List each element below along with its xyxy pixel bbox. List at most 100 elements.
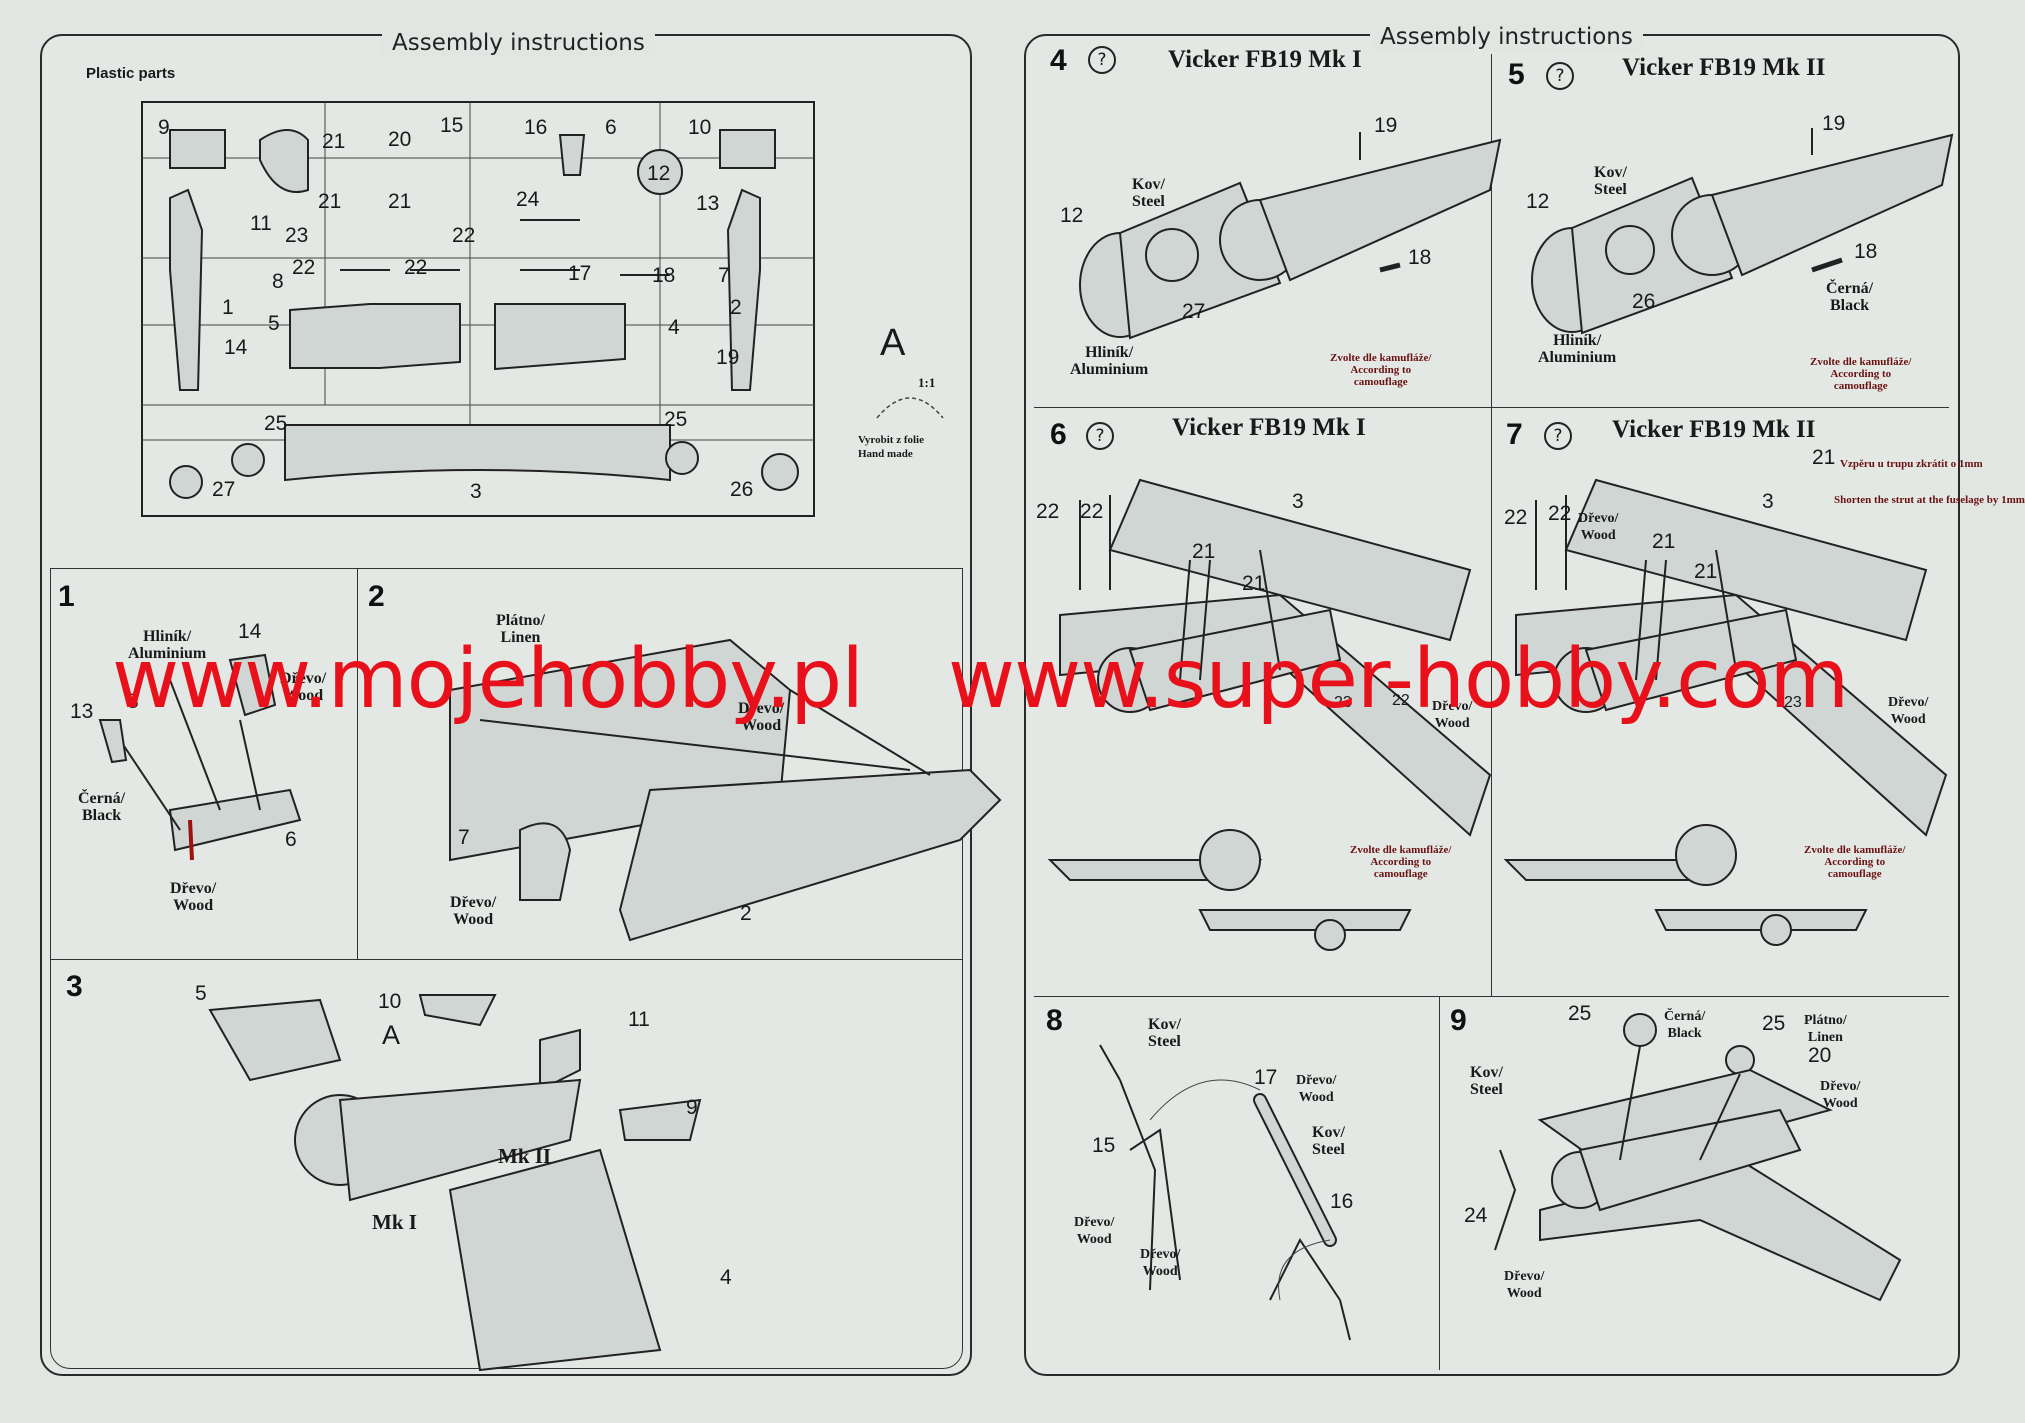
step-4-number: 4 <box>1050 44 1067 77</box>
s8-drevo-15-label: Dřevo/ Wood <box>1074 1215 1115 1247</box>
sprue-part-25b: 25 <box>664 408 688 431</box>
s1-cerna-label: Černá/ Black <box>78 790 126 824</box>
s1-part-14: 14 <box>238 620 262 643</box>
step-8-drawing <box>1099 1044 1351 1341</box>
s6-drevo-label: Dřevo/ Wood <box>1432 699 1473 731</box>
watermark-superhobby: www.super-hobby.com <box>948 632 1849 727</box>
sprue-part-11: 11 <box>250 212 272 235</box>
s3-mk2-label: Mk II <box>498 1144 552 1168</box>
s7-drevo-label: Dřevo/ Wood <box>1888 695 1929 727</box>
sprue-part-22b: 22 <box>292 256 316 279</box>
s9-cerna-label: Černá/ Black <box>1664 1009 1706 1041</box>
sprue-part-22a: 22 <box>452 224 476 247</box>
step-2-drawing <box>449 638 1002 942</box>
s6-part-21b: 21 <box>1242 572 1266 595</box>
s7-part-21-box: 21 <box>1812 446 1836 469</box>
s9-part-25b: 25 <box>1762 1012 1786 1035</box>
s1-part-13: 13 <box>70 700 94 723</box>
sprue-part-21c: 21 <box>388 190 412 213</box>
sprue-part-17: 17 <box>568 262 592 285</box>
sprue-part-4: 4 <box>668 316 680 339</box>
s4-kov-label: Kov/ Steel <box>1132 176 1165 210</box>
s7-strut-note-cz: Vzpěru u trupu zkrátit o 1mm <box>1840 458 1983 470</box>
film-note-cz: Vyrobit z folie <box>858 434 924 446</box>
s9-part-25a: 25 <box>1568 1002 1592 1025</box>
s2-drevo-left-label: Dřevo/ Wood <box>450 894 497 928</box>
s1-drevo-top-label: Dřevo/ Wood <box>280 670 327 704</box>
step-3-number: 3 <box>66 970 83 1003</box>
s8-kov-top-label: Kov/ Steel <box>1148 1016 1181 1050</box>
s9-part-24: 24 <box>1464 1204 1488 1227</box>
s8-part-16: 16 <box>1330 1190 1354 1213</box>
step-5-drawing <box>1531 128 1954 335</box>
film-part-scale: 1:1 <box>918 375 936 390</box>
sprue-part-26: 26 <box>730 478 754 501</box>
step-1-drawing <box>98 653 302 861</box>
s4-hlinik-label: Hliník/ Aluminium <box>1070 344 1149 378</box>
sprue-part-23: 23 <box>285 224 309 247</box>
sprue-part-18: 18 <box>652 264 676 287</box>
s6-part-21a: 21 <box>1192 540 1216 563</box>
plastic-parts-label: Plastic parts <box>86 65 176 82</box>
step-6-number: 6 <box>1050 418 1067 451</box>
step-8-number: 8 <box>1046 1004 1063 1037</box>
s2-part-2: 2 <box>740 902 752 925</box>
watermark-mojehobby: www.mojehobby.pl <box>112 632 864 727</box>
sprue-part-5: 5 <box>268 312 280 335</box>
s3-part-A: A <box>382 1020 401 1050</box>
step-6-title: Vicker FB19 Mk I <box>1172 414 1366 441</box>
s8-drevo-16-label: Dřevo/ Wood <box>1140 1247 1181 1279</box>
s6-part-22c: 22 <box>1392 692 1410 709</box>
s4-part-19: 19 <box>1374 114 1398 137</box>
sprue-part-6: 6 <box>605 116 617 139</box>
s8-part-17: 17 <box>1254 1066 1278 1089</box>
s5-part-19: 19 <box>1822 112 1846 135</box>
step-9-cell <box>1439 996 1949 1370</box>
s7-part-22b: 22 <box>1548 502 1572 525</box>
step-9-number: 9 <box>1450 1004 1467 1037</box>
step-5-help-icon: ? <box>1546 62 1574 90</box>
sprue-part-3: 3 <box>470 480 482 503</box>
film-part-outline <box>876 397 944 419</box>
s1-hlinik-label: Hliník/ Aluminium <box>128 628 207 662</box>
step-6-help-icon: ? <box>1086 422 1114 450</box>
step-3-cell <box>50 959 963 1369</box>
step-7-number: 7 <box>1506 418 1523 451</box>
s7-part-21b: 21 <box>1694 560 1718 583</box>
sprue-drawing <box>141 101 815 517</box>
left-sheet-header: Assembly instructions <box>382 30 655 56</box>
s2-drevo-right-label: Dřevo/ Wood <box>738 700 785 734</box>
s7-strut-note-en: Shorten the strut at the fuselage by 1mm <box>1834 494 2025 506</box>
s3-part-5: 5 <box>195 982 207 1005</box>
s6-part-22b: 22 <box>1080 500 1104 523</box>
s5-hlinik-label: Hliník/ Aluminium <box>1538 332 1617 366</box>
sprue-part-15: 15 <box>440 114 464 137</box>
sprue-part-14: 14 <box>224 336 248 359</box>
s1-part-6: 6 <box>285 828 297 851</box>
s3-mk1-label: Mk I <box>372 1210 417 1234</box>
s8-drevo-17-label: Dřevo/ Wood <box>1296 1073 1337 1105</box>
s9-drevo-24-label: Dřevo/ Wood <box>1504 1269 1545 1301</box>
sprue-part-1: 1 <box>222 296 234 319</box>
step-3-drawing <box>208 994 702 1372</box>
s5-camouflage-note: Zvolte dle kamufláže/ According to camou… <box>1810 356 1912 392</box>
s2-platno-label: Plátno/ Linen <box>496 612 545 646</box>
s2-part-7: 7 <box>458 826 470 849</box>
s5-cerna-label: Černá/ Black <box>1826 280 1874 314</box>
s3-part-9: 9 <box>686 1096 698 1119</box>
s3-part-10: 10 <box>378 990 402 1013</box>
film-part-letter: A <box>880 322 906 364</box>
sprue-part-12: 12 <box>647 162 671 185</box>
s9-part-20: 20 <box>1808 1044 1832 1067</box>
s7-drevo-top-label: Dřevo/ Wood <box>1578 511 1619 543</box>
s5-part-12: 12 <box>1526 190 1550 213</box>
s1-drevo-bottom-label: Dřevo/ Wood <box>170 880 217 914</box>
s9-drevo-20-label: Dřevo/ Wood <box>1820 1079 1861 1111</box>
right-sheet-header: Assembly instructions <box>1370 24 1643 50</box>
step-9-drawing <box>1494 1013 1902 1302</box>
sprue-part-2: 2 <box>730 296 742 319</box>
step-5-title: Vicker FB19 Mk II <box>1622 54 1826 81</box>
step-7-title: Vicker FB19 Mk II <box>1612 416 1816 443</box>
s6-part-23: 23 <box>1334 694 1352 711</box>
s3-part-4: 4 <box>720 1266 732 1289</box>
